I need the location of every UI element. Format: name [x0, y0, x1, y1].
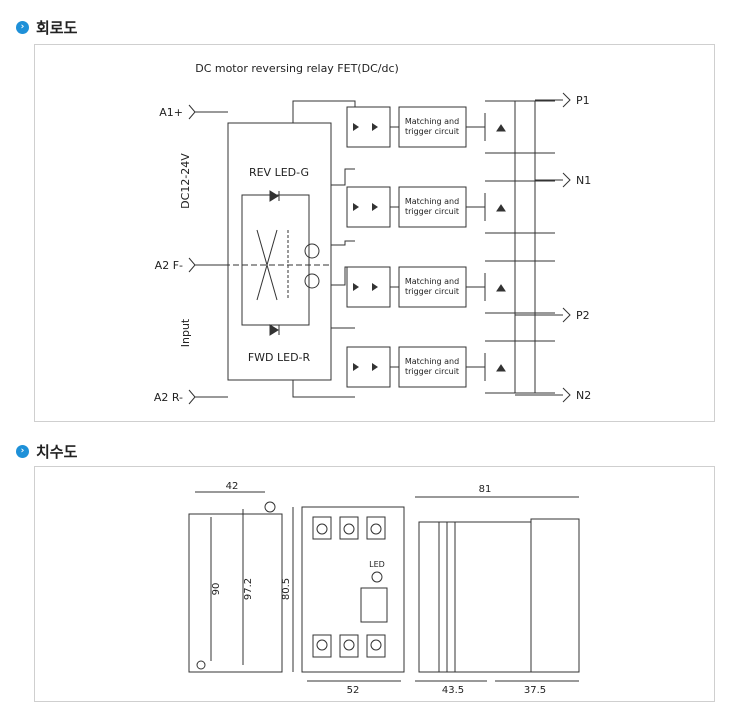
- section-title-circuit: › 회로도: [16, 16, 77, 38]
- rev-led-label: REV LED-G: [249, 166, 309, 179]
- chevron-right-icon: ›: [16, 20, 29, 34]
- dimension-diagram: 42 90 97.2 80.5 52 LED 81 43.5 37.5: [188, 481, 580, 696]
- dim-body-height: 80.5: [281, 578, 292, 600]
- dim-side-rear: 37.5: [524, 685, 546, 696]
- input-a2f: A2 F-: [155, 259, 183, 272]
- dim-body-width: 52: [347, 685, 360, 696]
- section-title-dimensions: › 치수도: [16, 440, 77, 462]
- block-label-2b: trigger circuit: [405, 207, 459, 216]
- block-label-1a: Matching and: [405, 117, 459, 126]
- circuit-diagram: DC motor reversing relay FET(DC/dc) A1+ …: [154, 62, 591, 405]
- section-title-text: 치수도: [36, 442, 78, 461]
- output-p1: P1: [576, 94, 590, 107]
- input-a2r: A2 R-: [154, 391, 183, 404]
- output-n1: N1: [576, 174, 591, 187]
- chevron-right-icon: ›: [16, 444, 29, 458]
- supply-label: DC12-24V: [179, 153, 192, 209]
- dim-front-inner-height: 90: [211, 583, 222, 596]
- dim-front-width: 42: [226, 481, 239, 492]
- dimension-panel: 42 90 97.2 80.5 52 LED 81 43.5 37.5: [34, 466, 715, 702]
- circuit-title: DC motor reversing relay FET(DC/dc): [195, 62, 399, 75]
- dim-front-height: 97.2: [243, 578, 254, 600]
- led-label: LED: [369, 560, 385, 569]
- block-label-4a: Matching and: [405, 357, 459, 366]
- input-a1: A1+: [159, 106, 183, 119]
- block-label-4b: trigger circuit: [405, 367, 459, 376]
- block-label-2a: Matching and: [405, 197, 459, 206]
- circuit-panel: DC motor reversing relay FET(DC/dc) A1+ …: [34, 44, 715, 422]
- section-title-text: 회로도: [36, 18, 78, 37]
- block-label-1b: trigger circuit: [405, 127, 459, 136]
- fwd-led-label: FWD LED-R: [248, 351, 311, 364]
- dim-side-front: 43.5: [442, 685, 464, 696]
- input-label: Input: [179, 318, 192, 347]
- output-p2: P2: [576, 309, 590, 322]
- dim-side-depth: 81: [479, 484, 492, 495]
- block-label-3b: trigger circuit: [405, 287, 459, 296]
- block-label-3a: Matching and: [405, 277, 459, 286]
- output-n2: N2: [576, 389, 591, 402]
